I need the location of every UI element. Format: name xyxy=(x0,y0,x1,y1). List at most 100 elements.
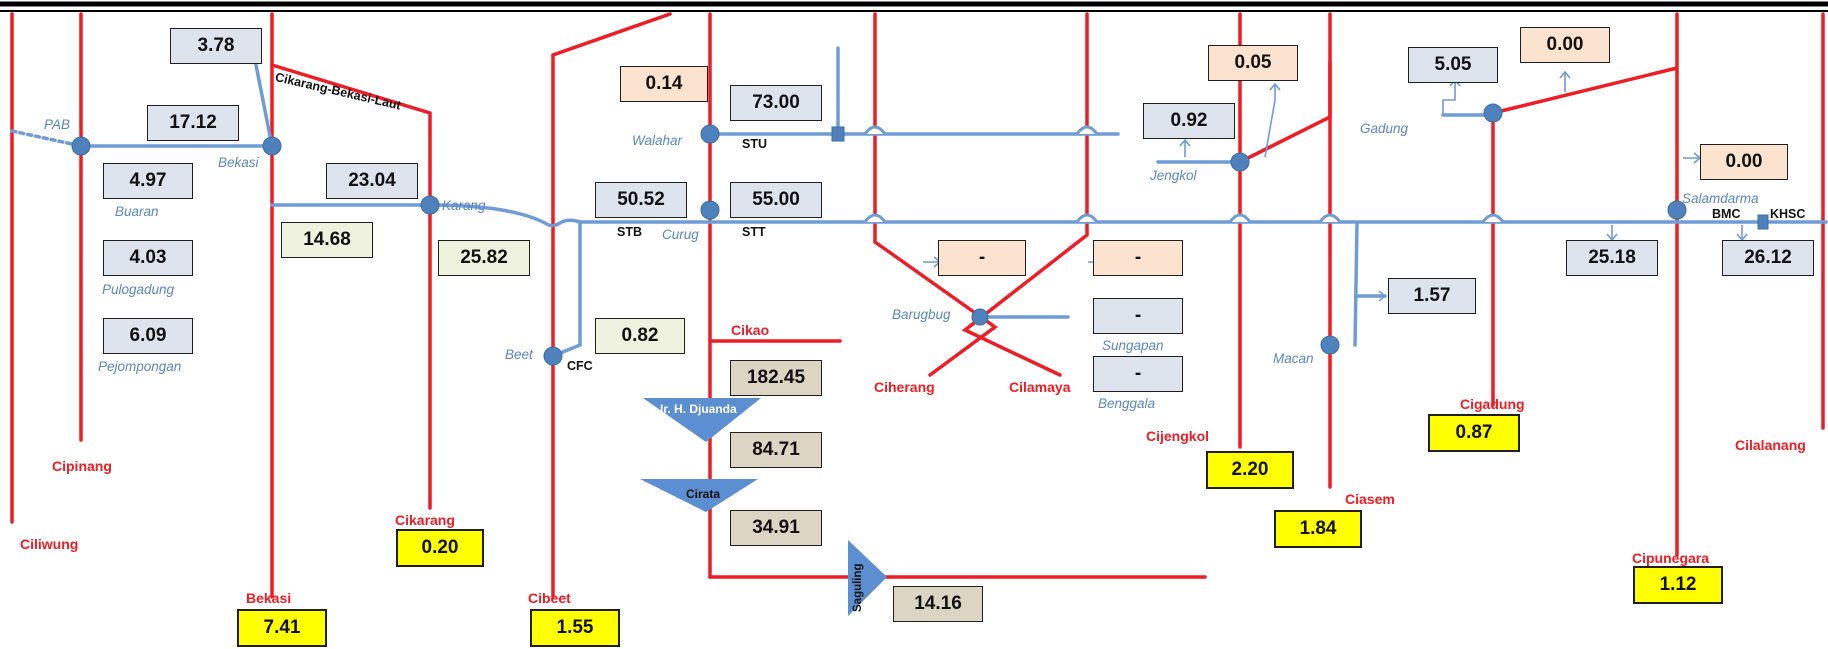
value-box-bekasi-river: 7.41 xyxy=(237,609,327,647)
value-box-sungapan: - xyxy=(1093,298,1183,334)
label-river-ciasem: Ciasem xyxy=(1345,491,1395,507)
nodes xyxy=(71,103,1769,366)
value-box-cfc: 0.82 xyxy=(595,318,685,354)
value-box-cigadung: 0.87 xyxy=(1428,414,1520,452)
river-cilamaya-line xyxy=(961,12,1089,377)
node-beet xyxy=(543,346,563,366)
canal-tarum-west xyxy=(270,203,712,228)
label-river-cikao: Cikao xyxy=(731,322,770,338)
label-buaran: Buaran xyxy=(115,204,159,219)
river-cikarang-bekasi-laut-line xyxy=(270,63,432,510)
value-box-karang-bottom: 25.82 xyxy=(438,240,530,276)
label-river-ciliwung: Ciliwung xyxy=(20,536,79,552)
value-box-stu: 73.00 xyxy=(730,85,822,121)
value-box-cirata-out: 34.91 xyxy=(730,510,822,546)
label-sungapan: Sungapan xyxy=(1102,338,1164,353)
value-box-pejompongan: 6.09 xyxy=(103,318,193,354)
label-cfc: CFC xyxy=(567,359,593,373)
value-box-stt: 55.00 xyxy=(730,182,822,218)
node-karang xyxy=(420,195,440,215)
label-barugbug: Barugbug xyxy=(892,307,951,322)
value-box-gadung: 5.05 xyxy=(1408,47,1498,83)
value-box-gadung-right: 0.00 xyxy=(1520,27,1610,63)
canal-pab-dotted xyxy=(10,129,83,148)
label-bmc: BMC xyxy=(1712,207,1741,221)
label-river-cibeet: Cibeet xyxy=(528,590,571,606)
value-box-salamdarma: 0.00 xyxy=(1700,144,1788,180)
value-box-salamdarma-out: 25.18 xyxy=(1566,240,1658,276)
top-border xyxy=(0,1,1828,12)
label-bekasi: Bekasi xyxy=(218,155,259,170)
node-barugbug xyxy=(971,308,989,326)
label-river-cigadung: Cigadung xyxy=(1460,396,1525,412)
canal-crossings xyxy=(863,125,1505,223)
label-macan: Macan xyxy=(1273,351,1314,366)
label-stb: STB xyxy=(617,225,642,239)
node-jengkol xyxy=(1230,152,1250,172)
node-curug xyxy=(700,200,720,220)
label-salamdarma: Salamdarma xyxy=(1682,191,1759,206)
node-pab xyxy=(71,136,91,156)
value-box-cipunegara: 1.12 xyxy=(1633,566,1723,604)
label-jengkol: Jengkol xyxy=(1150,168,1197,183)
canal-macan xyxy=(1353,221,1359,347)
node-macan xyxy=(1320,335,1340,355)
label-reservoir-djuanda: Ir. H. Djuanda xyxy=(660,402,737,416)
value-box-cibeet: 1.55 xyxy=(530,609,620,647)
canal-cfc xyxy=(551,220,582,358)
node-bmc-gate xyxy=(1757,214,1769,230)
label-walahar: Walahar xyxy=(632,133,683,148)
value-box-bekasi-bottom: 14.68 xyxy=(281,222,373,258)
value-box-djuanda-in: 182.45 xyxy=(730,360,822,396)
label-gadung: Gadung xyxy=(1360,121,1409,136)
label-stu: STU xyxy=(742,137,767,151)
value-box-ciasem: 1.84 xyxy=(1274,510,1362,548)
river-cigadung-line xyxy=(1491,66,1679,115)
value-box-walahar-top: 0.14 xyxy=(620,66,708,102)
value-box-cikarang: 0.20 xyxy=(396,529,484,567)
value-box-buaran: 4.97 xyxy=(103,163,193,199)
value-box-barugbug-left: - xyxy=(938,240,1026,276)
value-box-karang-top: 23.04 xyxy=(326,163,418,199)
label-river-cipunegara: Cipunegara xyxy=(1632,550,1710,566)
value-box-saguling: 14.16 xyxy=(893,586,983,622)
value-box-cijengkol: 2.20 xyxy=(1206,451,1294,489)
label-river-cilamaya: Cilamaya xyxy=(1009,379,1071,395)
label-river-cilalanang: Cilalanang xyxy=(1735,437,1806,453)
label-khsc: KHSC xyxy=(1770,207,1806,221)
label-pejompongan: Pejompongan xyxy=(98,359,182,374)
river-cijengkol-line xyxy=(1238,12,1332,165)
node-gadung xyxy=(1483,103,1503,123)
value-box-bekasi-top: 3.78 xyxy=(170,28,262,64)
label-karang: Karang xyxy=(442,198,486,213)
label-stt: STT xyxy=(742,225,766,239)
canal-bekasi-spur xyxy=(253,58,274,148)
value-box-barugbug-right: - xyxy=(1093,240,1183,276)
label-pab: PAB xyxy=(44,117,71,132)
node-stu-gate xyxy=(831,126,845,142)
label-curug: Curug xyxy=(662,227,699,242)
value-box-macan: 1.57 xyxy=(1388,278,1476,314)
rivers xyxy=(10,12,1825,599)
value-box-bmc-out: 26.12 xyxy=(1722,240,1814,276)
label-river-cikarang: Cikarang xyxy=(395,512,455,528)
value-box-jengkol-top: 0.05 xyxy=(1208,45,1298,81)
reservoir-djuanda-shape xyxy=(643,398,761,442)
node-salamdarma xyxy=(1667,200,1687,220)
value-box-djuanda-out: 84.71 xyxy=(730,432,822,468)
label-pulogadung: Pulogadung xyxy=(102,282,175,297)
value-box-pab-bekasi: 17.12 xyxy=(147,105,239,141)
canals xyxy=(10,46,1828,358)
label-river-bekasi: Bekasi xyxy=(246,590,292,606)
node-walahar xyxy=(700,124,720,144)
value-box-pulogadung: 4.03 xyxy=(103,240,193,276)
label-reservoir-cirata: Cirata xyxy=(686,487,721,501)
value-box-stb: 50.52 xyxy=(595,182,687,218)
reservoir-cirata-shape xyxy=(640,479,758,512)
label-river-ciherang: Ciherang xyxy=(874,379,935,395)
reservoirs xyxy=(640,398,887,616)
label-river-cijengkol: Cijengkol xyxy=(1146,428,1210,444)
reservoir-saguling-shape xyxy=(848,540,887,616)
label-river-cipinang: Cipinang xyxy=(52,458,112,474)
